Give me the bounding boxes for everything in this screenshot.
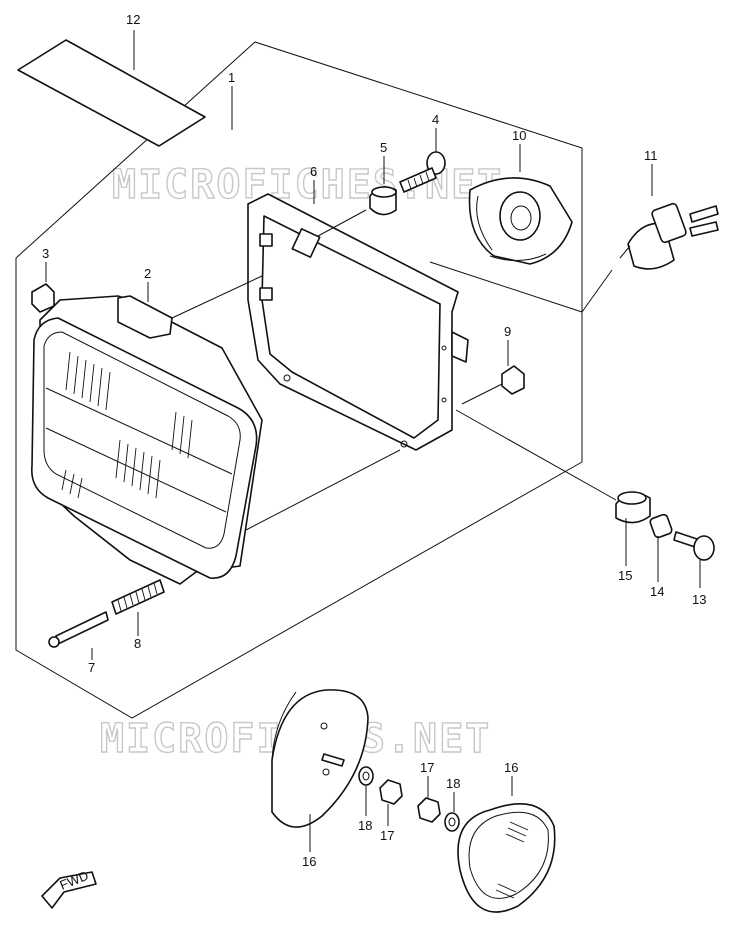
fwd-arrow-icon: FWD (41, 868, 97, 909)
callout-18-bottom: 18 (358, 818, 372, 833)
callout-4: 4 (432, 112, 439, 127)
callout-14: 14 (650, 584, 664, 599)
part-17-nut-right (417, 797, 441, 823)
part-3-clip-nut (31, 283, 55, 313)
callout-18-top: 18 (446, 776, 460, 791)
leader-lines (45, 30, 701, 852)
callout-17-top: 17 (420, 760, 434, 775)
callout-5: 5 (380, 140, 387, 155)
part-7-adjust-screw (48, 611, 109, 648)
callout-17-bottom: 17 (380, 828, 394, 843)
part-10-socket-cover (468, 177, 573, 265)
part-6-rim-frame (247, 193, 469, 451)
part-18-washer-left (358, 766, 374, 786)
part-16-cap-right (457, 803, 556, 913)
part-2-headlight-unit (31, 295, 263, 585)
callout-1: 1 (228, 70, 235, 85)
watermark-top: MICROFICHES.NET (112, 162, 503, 208)
callout-2: 2 (144, 266, 151, 281)
callout-8: 8 (134, 636, 141, 651)
callout-3: 3 (42, 246, 49, 261)
callout-6: 6 (310, 164, 317, 179)
callout-16-bottom: 16 (302, 854, 316, 869)
callout-10: 10 (512, 128, 526, 143)
callout-7: 7 (88, 660, 95, 675)
callout-15: 15 (618, 568, 632, 583)
assembly-boundary (15, 41, 583, 719)
callout-16-top: 16 (504, 760, 518, 775)
part-14-collar (649, 513, 673, 539)
callout-13: 13 (692, 592, 706, 607)
callout-11: 11 (644, 148, 658, 163)
callout-12: 12 (126, 12, 140, 27)
part-13-bolt (673, 531, 715, 561)
part-15-grommet (615, 491, 651, 524)
part-17-nut-left (379, 779, 403, 805)
callout-labels: 12 1 4 10 5 11 6 3 2 9 15 14 13 8 7 17 1… (42, 12, 706, 869)
part-4-bolt (399, 151, 446, 193)
part-9-clip-nut (501, 365, 525, 395)
part-18-washer-right (444, 812, 460, 832)
part-8-spring (111, 579, 165, 615)
part-11-bulb (619, 202, 719, 270)
part-12-pad (17, 39, 206, 147)
part-5-grommet (369, 186, 397, 216)
part-16-cover-left (271, 689, 369, 828)
callout-9: 9 (504, 324, 511, 339)
